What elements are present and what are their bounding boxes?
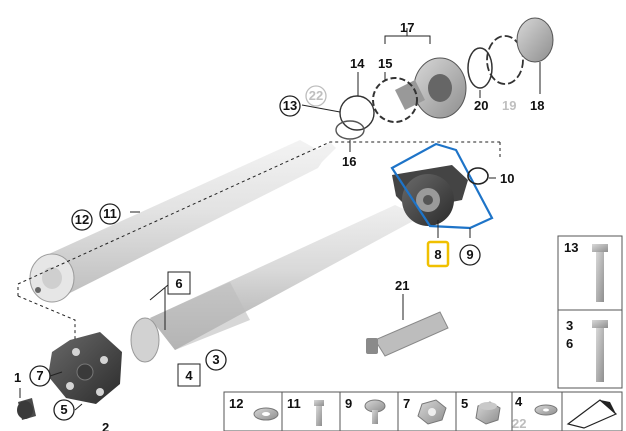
svg-text:3: 3 — [566, 318, 573, 333]
svg-text:11: 11 — [103, 206, 117, 221]
callout-6-box: 6 — [167, 271, 191, 295]
svg-text:10: 10 — [500, 171, 514, 186]
upper-driveshaft — [29, 140, 336, 303]
bottom-parts-panel: 12 11 9 7 5 4 22 — [223, 391, 623, 431]
callout-21: 21 — [395, 278, 409, 293]
svg-text:21: 21 — [395, 278, 409, 293]
lower-driveshaft — [130, 205, 415, 363]
svg-text:20: 20 — [474, 98, 488, 113]
svg-text:4: 4 — [185, 368, 193, 383]
snap-ring-15 — [372, 77, 418, 123]
callout-5-circled: 5 — [53, 399, 75, 421]
cell-4: 4 22 — [512, 394, 558, 431]
callout-8-highlighted: 8 — [426, 240, 450, 268]
svg-text:7: 7 — [403, 396, 410, 411]
callout-2: 2 — [102, 420, 109, 431]
callout-15: 15 — [378, 56, 392, 71]
callout-11-circled: 11 — [99, 203, 121, 225]
leader-lines — [19, 28, 541, 411]
svg-text:12: 12 — [229, 396, 243, 411]
corner-fold-icon — [566, 399, 618, 429]
callout-3-circled: 3 — [205, 349, 227, 371]
callout-22-grey: 22 — [305, 85, 327, 107]
svg-text:19: 19 — [502, 98, 516, 113]
svg-text:6: 6 — [566, 336, 573, 351]
svg-text:5: 5 — [461, 396, 468, 411]
circlip-20 — [467, 47, 493, 89]
callout-9-circled: 9 — [459, 244, 481, 266]
sleeve-part — [17, 398, 36, 420]
svg-text:15: 15 — [378, 56, 392, 71]
svg-text:2: 2 — [102, 420, 109, 431]
callout-19-grey: 19 — [502, 98, 516, 113]
ring-16 — [335, 120, 365, 140]
svg-text:17: 17 — [400, 20, 414, 35]
svg-text:5: 5 — [60, 402, 67, 417]
centering-sleeve-17 — [395, 57, 467, 119]
cell-12: 12 — [229, 396, 279, 421]
callout-7-circled: 7 — [29, 365, 51, 387]
svg-text:7: 7 — [36, 368, 43, 383]
svg-text:9: 9 — [466, 247, 473, 262]
callout-18: 18 — [530, 98, 544, 113]
callout-10: 10 — [500, 171, 514, 186]
ring-14 — [339, 95, 375, 131]
svg-text:1: 1 — [14, 370, 21, 385]
svg-text:22: 22 — [309, 88, 323, 103]
svg-text:14: 14 — [350, 56, 365, 71]
svg-text:4: 4 — [515, 394, 523, 409]
callout-13-circled: 13 — [279, 95, 301, 117]
callout-17: 17 — [400, 20, 414, 35]
flex-disc-guibo — [48, 332, 122, 404]
bolt-13-icon — [592, 244, 608, 302]
grease-tube-21 — [366, 311, 449, 357]
svg-text:8: 8 — [434, 247, 441, 262]
center-bearing-selection-outline — [390, 142, 494, 230]
svg-text:3: 3 — [212, 352, 219, 367]
side-panel: 13 3 6 — [557, 235, 623, 389]
cap-18 — [516, 17, 554, 63]
ring-10 — [467, 167, 489, 185]
svg-text:9: 9 — [345, 396, 352, 411]
callout-1: 1 — [14, 370, 21, 385]
svg-text:18: 18 — [530, 98, 544, 113]
cell-9: 9 — [345, 396, 386, 424]
callout-12-circled: 12 — [71, 209, 93, 231]
callout-16: 16 — [342, 154, 356, 169]
bolt-3-6-icon — [592, 320, 608, 382]
svg-text:6: 6 — [175, 276, 182, 291]
callout-14: 14 — [350, 56, 365, 71]
cell-7: 7 — [403, 396, 447, 425]
svg-text:11: 11 — [287, 396, 301, 411]
cell-11: 11 — [287, 396, 324, 426]
ring-19 — [486, 35, 524, 85]
svg-text:13: 13 — [283, 98, 297, 113]
assembly-dashed-outline — [17, 141, 501, 340]
svg-text:16: 16 — [342, 154, 356, 169]
svg-text:12: 12 — [75, 212, 89, 227]
svg-text:22: 22 — [512, 416, 526, 431]
cell-5: 5 — [461, 396, 501, 425]
callout-4-box: 4 — [177, 363, 201, 387]
svg-text:13: 13 — [564, 240, 578, 255]
callout-20: 20 — [474, 98, 488, 113]
